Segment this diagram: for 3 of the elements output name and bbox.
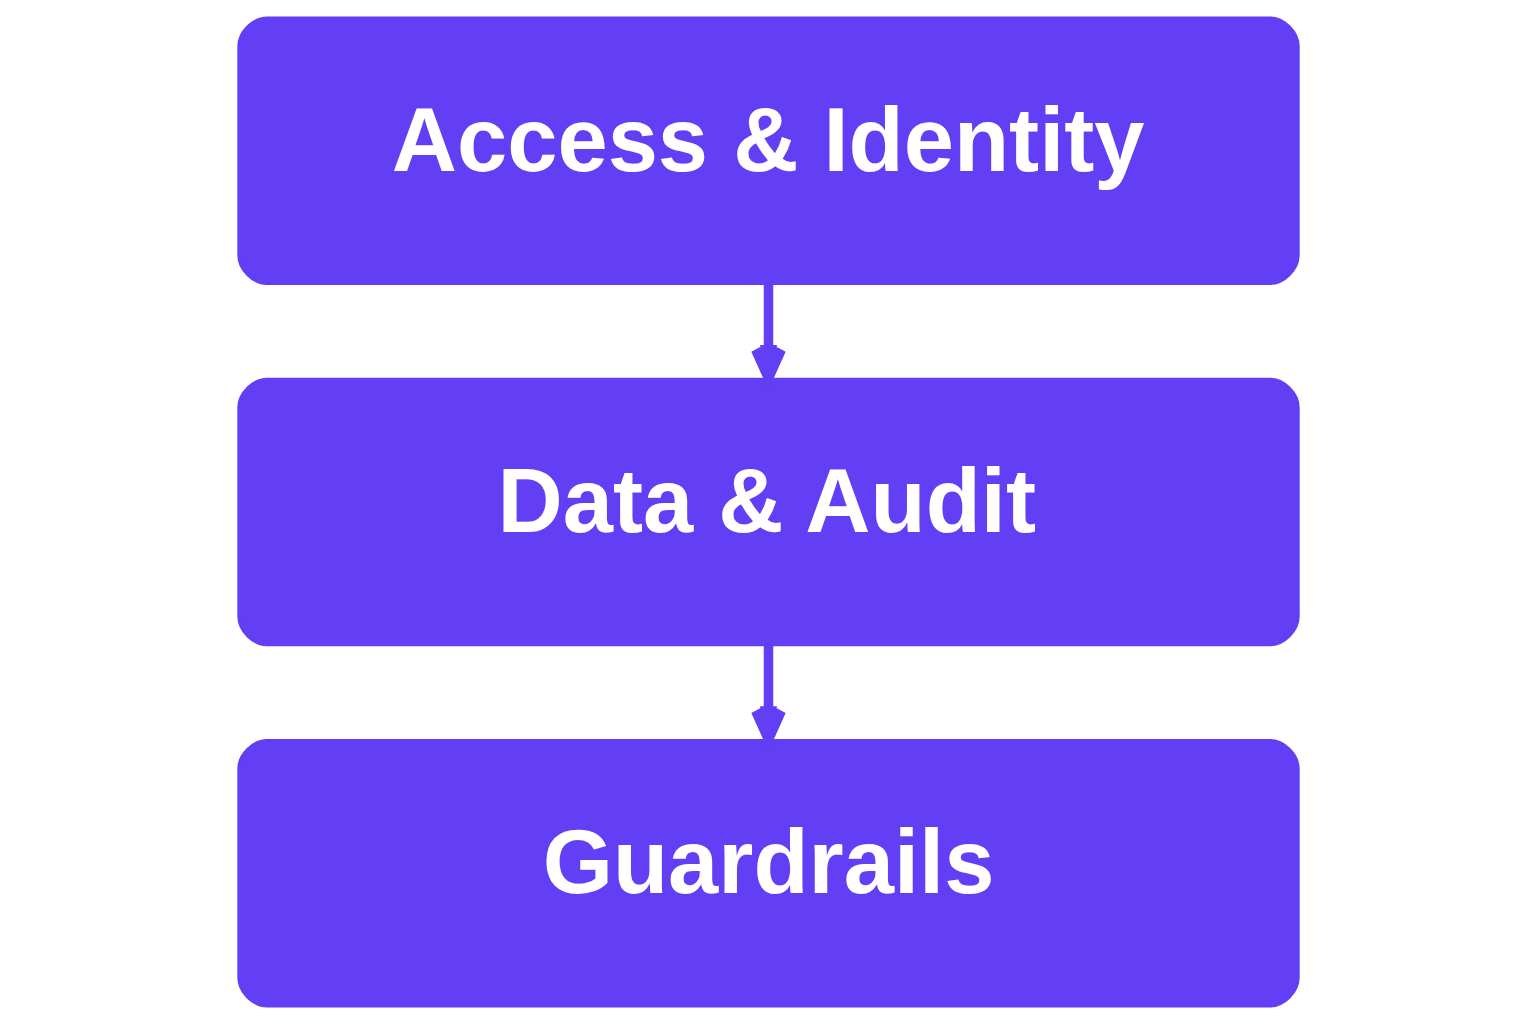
node-box: Data & Audit — [236, 377, 1300, 647]
node-box: Guardrails — [236, 738, 1300, 1008]
node-box: Access & Identity — [236, 16, 1300, 286]
